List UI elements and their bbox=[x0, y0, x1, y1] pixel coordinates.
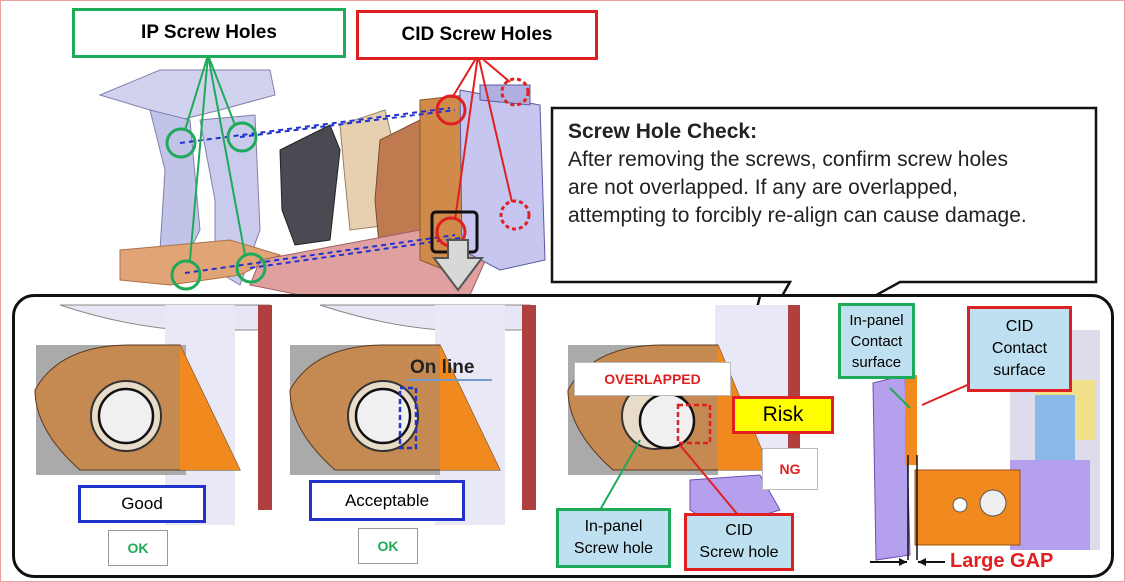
inpanel-contact-surface-label: In-panel Contact surface bbox=[838, 303, 915, 379]
ng-label: NG bbox=[762, 448, 818, 490]
ip-hole-markers bbox=[165, 121, 267, 291]
acceptable-text: Acceptable bbox=[344, 490, 430, 510]
large-gap-label: Large GAP bbox=[950, 550, 1054, 572]
cid-screw-hole-line2: Screw hole bbox=[699, 544, 779, 561]
callout-line-1: After removing the screws, confirm screw… bbox=[568, 148, 1008, 171]
risk-text: Risk bbox=[762, 403, 804, 426]
cid-contact-surface-label: CID Contact surface bbox=[967, 306, 1072, 392]
ok-badge-1: OK bbox=[108, 530, 168, 566]
cid-screw-holes-text: CID Screw Holes bbox=[401, 24, 553, 45]
hole-detail-acceptable bbox=[289, 304, 536, 525]
cid-contact-line3: surface bbox=[993, 362, 1046, 379]
cid-contact-line1: CID bbox=[1005, 318, 1034, 335]
overlapped-label: OVERLAPPED bbox=[574, 362, 731, 396]
ip-screw-holes-text: IP Screw Holes bbox=[141, 22, 277, 43]
online-label: On line bbox=[410, 357, 475, 378]
callout-title: Screw Hole Check: bbox=[568, 120, 758, 143]
inpanel-screw-hole-label: In-panel Screw hole bbox=[556, 508, 671, 568]
cid-screw-holes-label: CID Screw Holes bbox=[356, 10, 598, 60]
cid-contact-line2: Contact bbox=[991, 340, 1048, 357]
cid-screw-hole-label: CID Screw hole bbox=[684, 513, 794, 571]
ng-text: NG bbox=[779, 461, 801, 477]
good-label: Good bbox=[78, 485, 206, 523]
ip-screw-holes-label: IP Screw Holes bbox=[72, 8, 346, 58]
risk-label: Risk bbox=[732, 396, 834, 434]
inpanel-contact-line2: Contact bbox=[850, 332, 903, 350]
good-text: Good bbox=[121, 494, 163, 513]
ok-text-2: OK bbox=[377, 538, 399, 554]
inpanel-contact-line3: surface bbox=[851, 353, 902, 371]
callout-line-2: are not overlapped. If any are overlappe… bbox=[568, 176, 958, 199]
inpanel-screw-hole-line2: Screw hole bbox=[573, 540, 654, 557]
hole-detail-good bbox=[22, 303, 277, 528]
acceptable-label: Acceptable bbox=[309, 480, 465, 521]
callout-line-3: attempting to forcibly re-align can caus… bbox=[568, 204, 1027, 227]
cid-screw-hole-line1: CID bbox=[725, 522, 753, 539]
ip-arrows bbox=[184, 54, 246, 261]
inpanel-screw-hole-line1: In-panel bbox=[584, 518, 643, 535]
overlapped-text: OVERLAPPED bbox=[604, 371, 701, 387]
ok-badge-2: OK bbox=[358, 528, 418, 564]
inpanel-contact-line1: In-panel bbox=[849, 311, 904, 329]
callout-text: Screw Hole Check: After removing the scr… bbox=[568, 118, 1088, 230]
ok-text-1: OK bbox=[127, 540, 149, 556]
